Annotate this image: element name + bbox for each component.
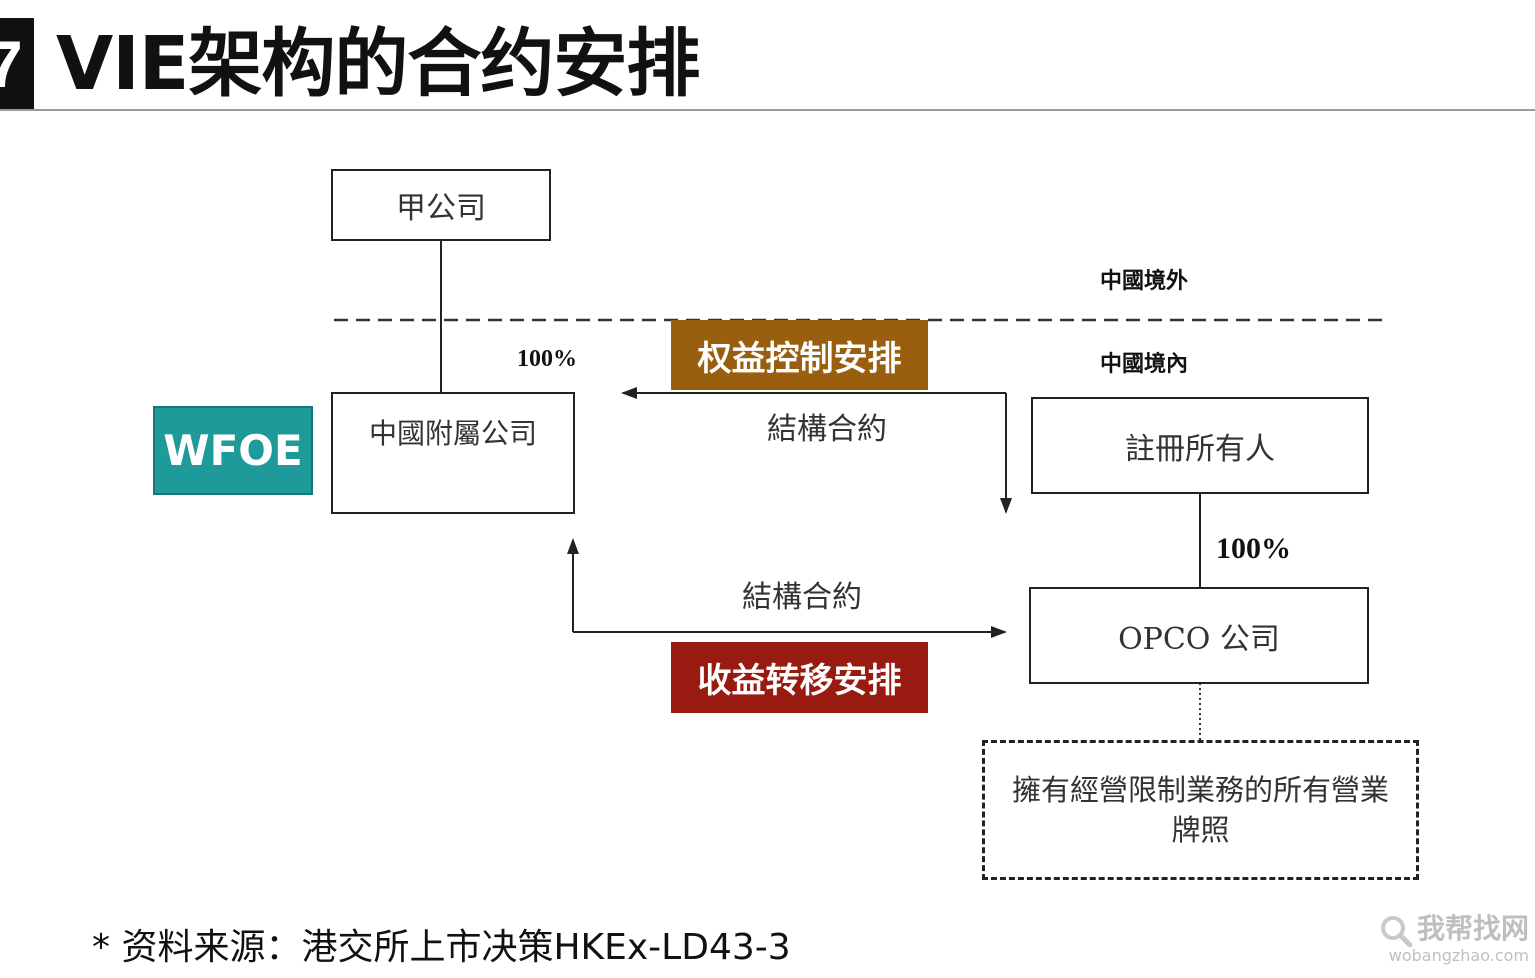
subsidiary-label: 中國附屬公司 [368,417,537,450]
registered-owner-label: 註冊所有人 [1125,431,1275,467]
ownership-percent-opco: 100% [1216,532,1291,565]
magnifier-icon [1381,916,1413,948]
title-divider [0,109,1535,111]
licenses-box: 擁有經營限制業務的所有營業牌照 [982,740,1419,880]
page-title: VIE架构的合约安排 [56,21,700,107]
wfoe-tag: WFOE [153,406,313,495]
region-offshore-label: 中國境外 [1100,269,1189,294]
contract-label-upper: 結構合約 [767,412,887,447]
opco-box: OPCO 公司 [1029,587,1369,684]
contract-label-lower: 結構合約 [742,580,862,615]
registered-owner-box: 註冊所有人 [1031,397,1369,494]
source-note: * 资料来源：港交所上市决策HKEx-LD43-3 [92,927,791,968]
subsidiary-box: 中國附屬公司 [331,392,575,514]
licenses-label: 擁有經營限制業務的所有營業牌照 [1011,773,1389,847]
watermark-url: wobangzhao.com [1388,946,1529,965]
watermark-name: 我帮找网 [1416,912,1529,945]
slide-number: 7 [0,18,34,110]
transfer-arrangement-tag: 收益转移安排 [671,642,928,713]
opco-label: OPCO 公司 [1118,621,1280,657]
ownership-percent-subsidiary: 100% [517,346,577,372]
watermark: 我帮找网 wobangzhao.com [1379,912,1529,972]
parent-company-label: 甲公司 [396,191,486,226]
region-onshore-label: 中國境內 [1100,352,1189,377]
parent-company-box: 甲公司 [331,169,551,241]
control-arrangement-tag: 权益控制安排 [671,320,928,390]
